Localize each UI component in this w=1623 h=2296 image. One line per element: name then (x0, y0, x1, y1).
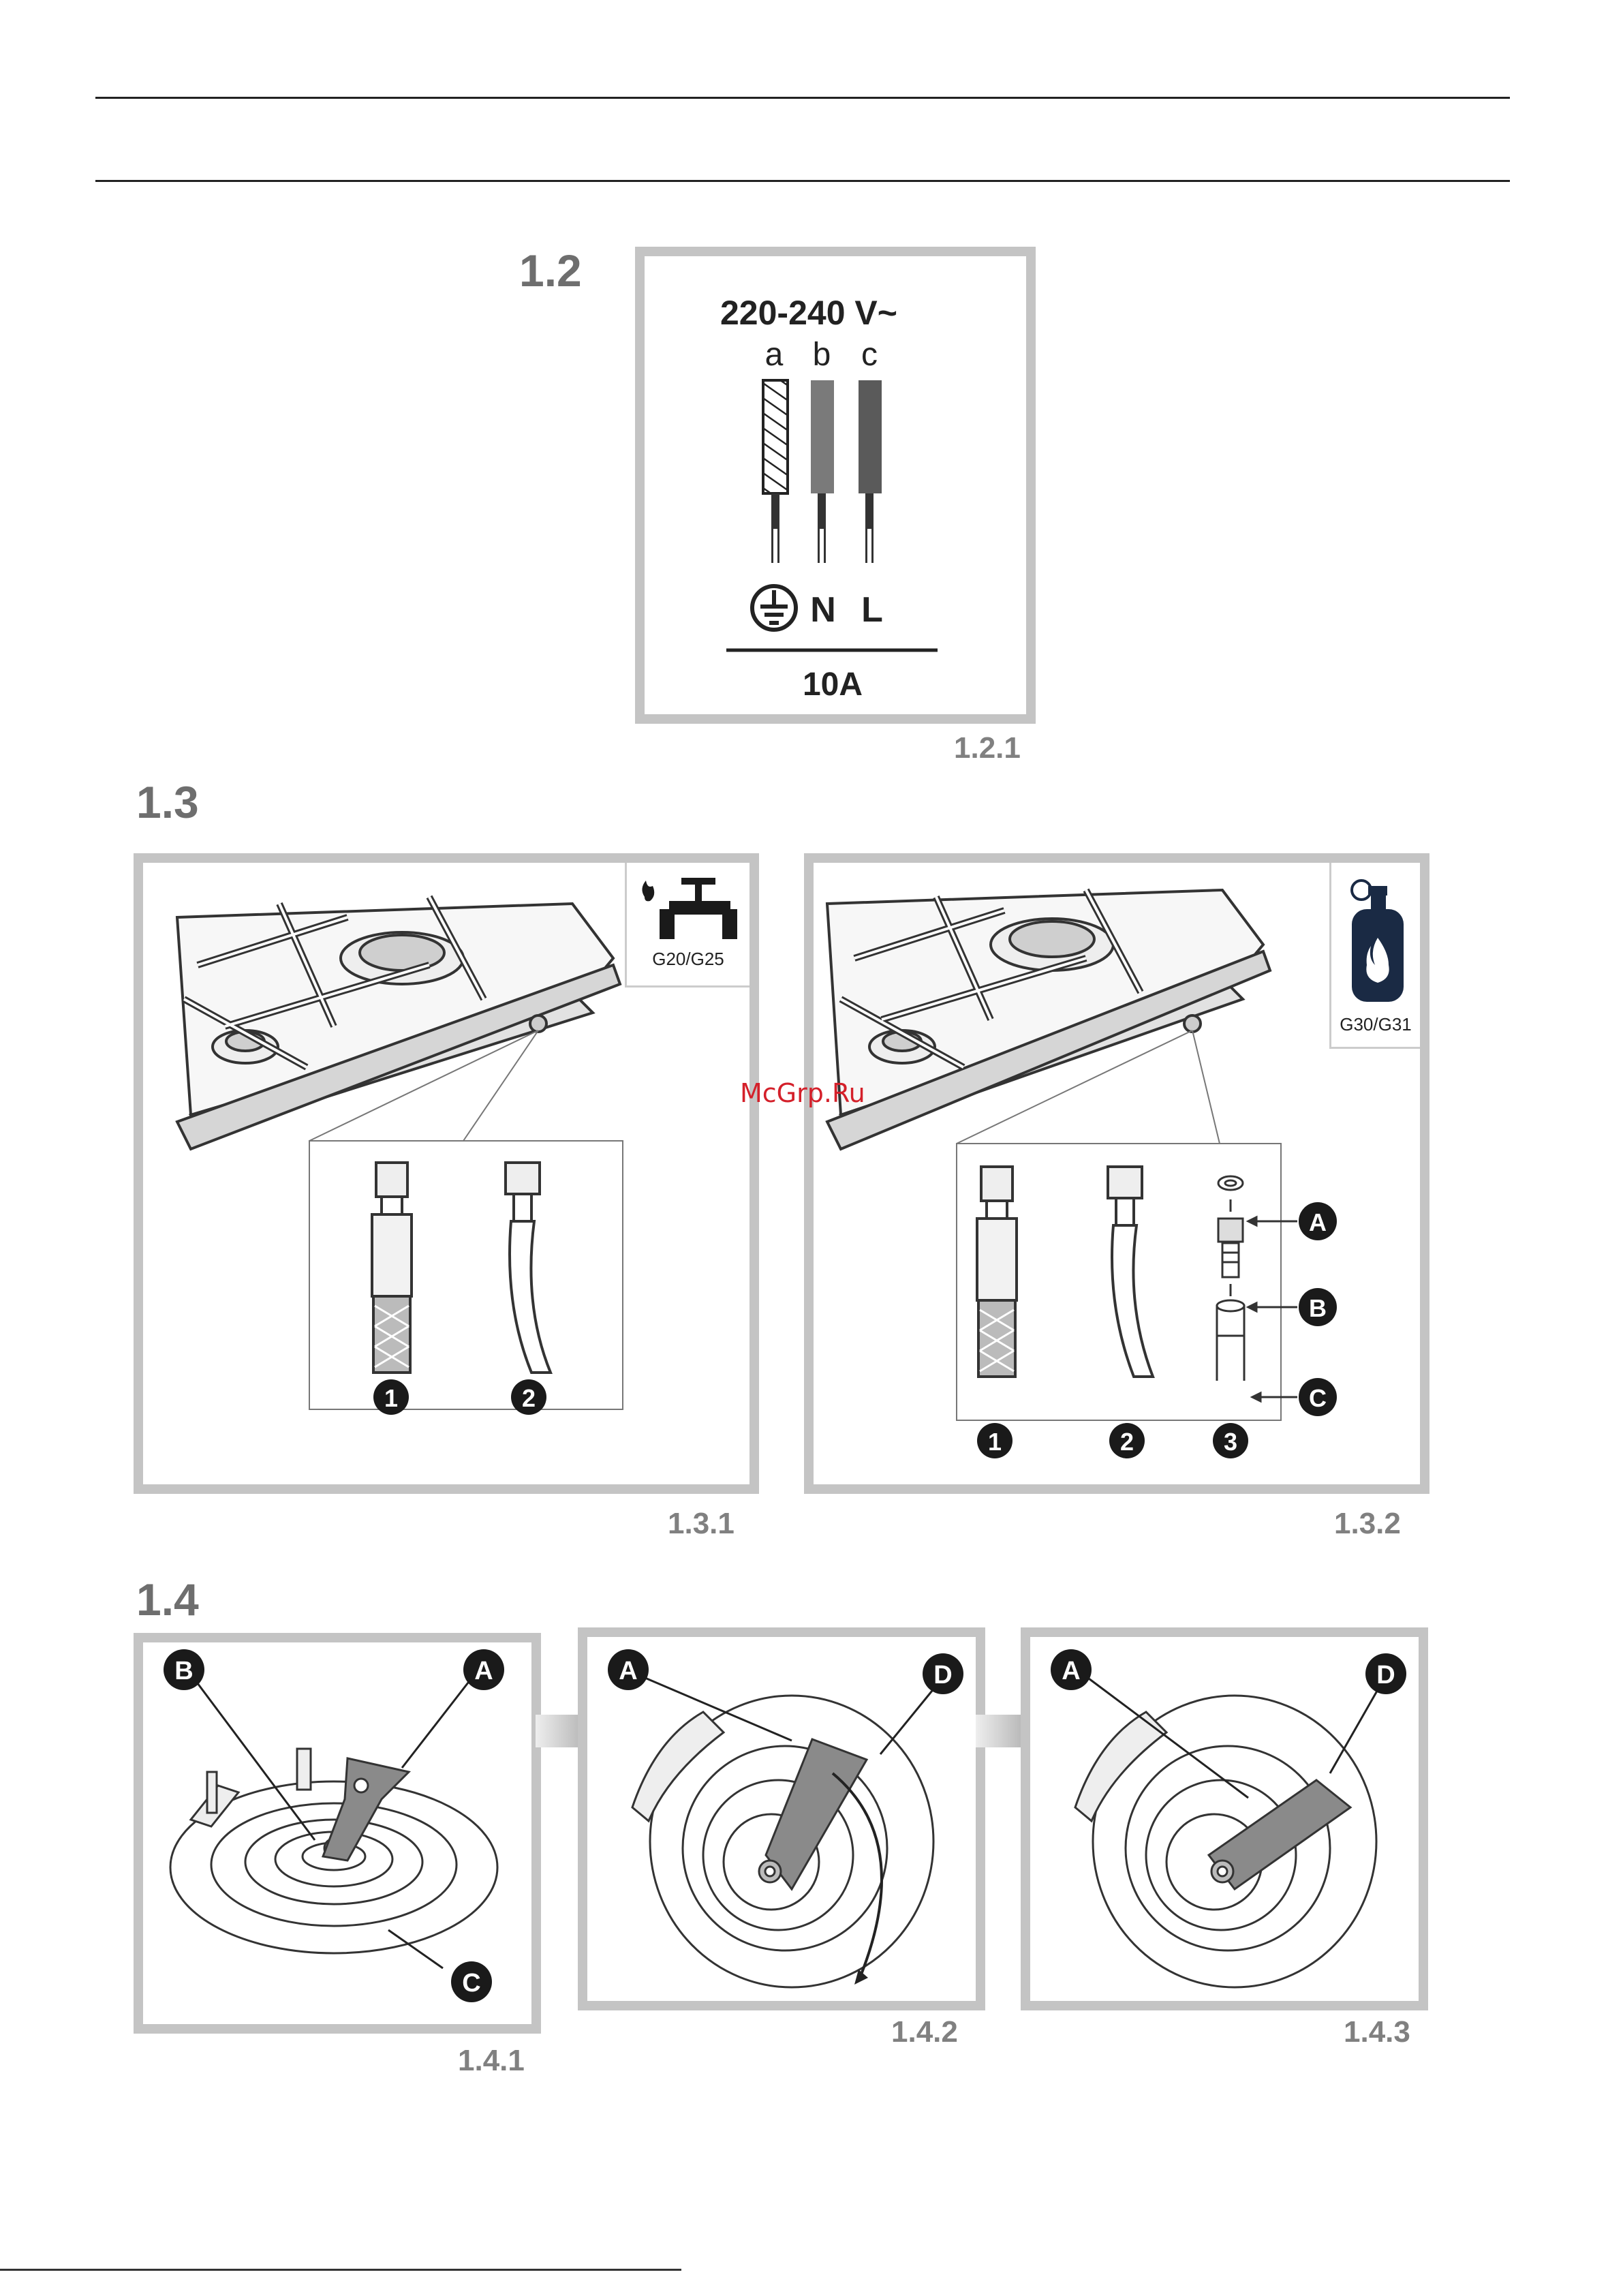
callout-d: D (1376, 1661, 1395, 1689)
earth-wire (763, 380, 788, 493)
wire-label-c: c (861, 337, 878, 373)
current-rating: 10A (803, 667, 863, 703)
burner-step-2-illustration: A D (587, 1637, 976, 2001)
wiring-diagram: 220-240 V~ a b c N L 10A (645, 256, 1026, 714)
figure-label-1-3-2: 1.3.2 (1334, 1509, 1401, 1539)
natural-gas-icon-box: G20/G25 (625, 863, 749, 988)
terminal-n: N (810, 590, 836, 630)
lpg-icon-box: G30/G31 (1329, 863, 1420, 1049)
footer-rule (0, 2269, 681, 2271)
earth-ground-icon (752, 586, 796, 630)
figure-label-1-4-1: 1.4.1 (458, 2046, 525, 2076)
lpg-gas-types: G30/G31 (1331, 1014, 1420, 1035)
header-rule-top (95, 97, 1510, 99)
burner-step-1-frame: B A C (134, 1633, 541, 2034)
callout-a: A (1309, 1208, 1327, 1236)
terminal-l: L (861, 590, 883, 630)
wiring-diagram-frame: 220-240 V~ a b c N L 10A (635, 247, 1036, 724)
header-rule-bottom (95, 180, 1510, 182)
callout-c: C (462, 1969, 480, 1997)
burner-step-3-illustration: A D (1030, 1637, 1419, 2001)
figure-label-1-4-2: 1.4.2 (891, 2017, 958, 2047)
gas-tap-icon (627, 863, 749, 945)
part-number-2: 2 (522, 1384, 536, 1412)
figure-label-1-2-1: 1.2.1 (954, 733, 1021, 763)
part-number-1: 1 (384, 1384, 398, 1412)
live-wire (859, 380, 882, 493)
part-number-1: 1 (988, 1428, 1002, 1456)
burner-step-3-frame: A D (1021, 1627, 1428, 2010)
burner-step-2-frame: A D (578, 1627, 985, 2010)
burner-step-1-illustration: B A C (143, 1642, 531, 2024)
section-1-2-number: 1.2 (519, 248, 582, 293)
figure-label-1-3-1: 1.3.1 (668, 1509, 735, 1539)
callout-d: D (933, 1661, 952, 1689)
voltage-label: 220-240 V~ (720, 294, 897, 332)
callout-a: A (619, 1657, 637, 1685)
section-1-3-number: 1.3 (136, 780, 199, 825)
wire-label-a: a (765, 337, 784, 373)
watermark: McGrp.Ru (740, 1078, 865, 1108)
callout-b: B (174, 1657, 193, 1685)
natural-gas-types: G20/G25 (627, 949, 749, 970)
callout-b: B (1309, 1294, 1327, 1322)
gas-connection-lpg-frame: A B C 1 2 3 G30/G31 (804, 853, 1429, 1494)
figure-label-1-4-3: 1.4.3 (1344, 2017, 1410, 2047)
part-number-3: 3 (1224, 1428, 1237, 1456)
part-number-2: 2 (1120, 1428, 1134, 1456)
callout-a: A (474, 1657, 493, 1685)
callout-a: A (1062, 1657, 1080, 1685)
gas-connection-natural-frame: 1 2 G20/G25 (134, 853, 759, 1494)
gas-bottle-icon (1331, 863, 1420, 1013)
callout-c: C (1309, 1384, 1327, 1412)
wire-label-b: b (813, 337, 831, 373)
section-1-4-number: 1.4 (136, 1577, 199, 1622)
neutral-wire (811, 380, 834, 493)
